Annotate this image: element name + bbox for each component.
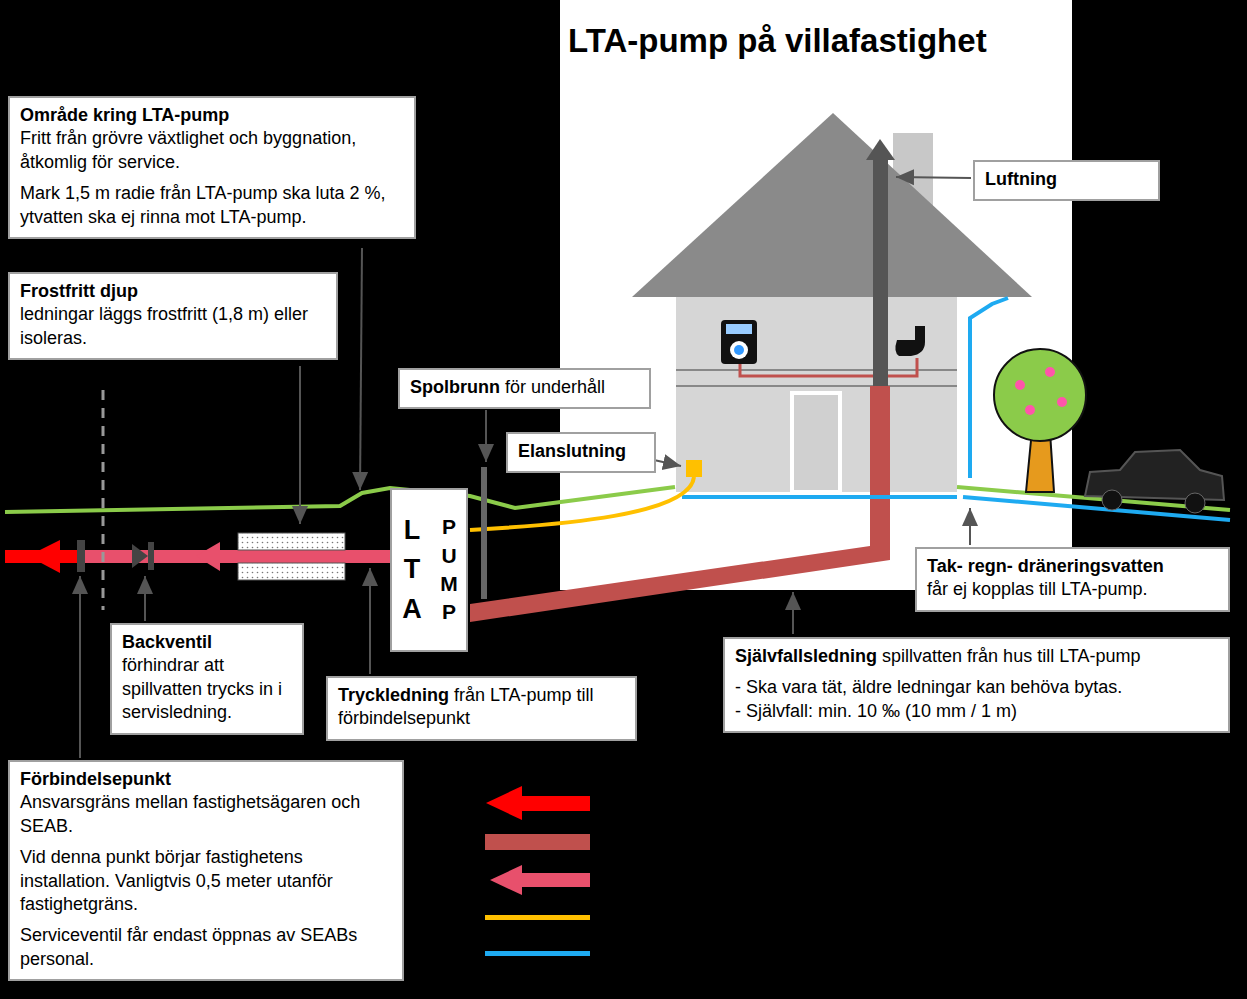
house-wall [676,297,957,492]
callout-text: Fritt från grövre växtlighet och byggnat… [20,127,404,174]
callout-box: Tryckledning från LTA-pump till förbinde… [326,676,637,741]
callout-heading: Tryckledning [338,685,449,705]
callout-box: Elanslutning [506,432,656,473]
legend-samples [485,786,590,956]
callout-heading: Tak- regn- dräneringsvatten [927,555,1218,578]
callout-text: Ansvarsgräns mellan fastighetsägaren och… [20,791,392,838]
callout-box: Tak- regn- dräneringsvattenfår ej koppla… [915,547,1230,612]
callout-box: Backventilförhindrar att spillvatten try… [110,623,304,735]
callout-heading: Elanslutning [518,441,626,461]
callout-box: Frostfritt djupledningar läggs frostfrit… [8,272,338,360]
callout-heading: Spolbrunn [410,377,500,397]
toilet-icon [895,326,925,356]
callout-text: PUMP [439,513,460,626]
washer-icon [721,320,757,364]
callout-heading: Förbindelsepunkt [20,768,392,791]
callout-box: Område kring LTA-pumpFritt från grövre v… [8,96,416,239]
callout-text: spillvatten från hus till LTA-pump [882,646,1140,666]
callout-text: får ej kopplas till LTA-pump. [927,578,1218,601]
diagram-title: LTA-pump på villafastighet [568,22,987,60]
callout-box: Självfallsledning spillvatten från hus t… [723,637,1230,733]
callout-text: för underhåll [505,377,605,397]
callout-box: FörbindelsepunktAnsvarsgräns mellan fast… [8,760,404,981]
roof [632,113,1032,297]
callout-text: ledningar läggs frostfritt (1,8 m) eller… [20,303,326,350]
callout-heading: Självfallsledning [735,646,877,666]
callout-heading: Område kring LTA-pump [20,104,404,127]
callout-heading: Backventil [122,631,292,654]
callout-text: Mark 1,5 m radie från LTA-pump ska luta … [20,182,404,229]
callout-heading: Frostfritt djup [20,280,326,303]
callout-text: Vid denna punkt börjar fastighetens inst… [20,846,392,916]
vent-pipe [873,158,888,388]
callout-text: LTA [399,511,426,628]
callout-heading: Luftning [985,169,1057,189]
pump-box: LTA PUMP [390,488,468,652]
callout-box: Spolbrunn för underhåll [398,368,651,409]
callout-box: Luftning [973,160,1160,201]
callout-text: förhindrar att spillvatten trycks in i s… [122,654,292,724]
door [792,393,840,492]
callout-text: - Självfall: min. 10 ‰ (10 mm / 1 m) [735,700,1218,723]
ground-line [5,487,675,512]
callout-text: - Ska vara tät, äldre ledningar kan behö… [735,676,1218,699]
callout-text: Serviceventil får endast öppnas av SEABs… [20,924,392,971]
